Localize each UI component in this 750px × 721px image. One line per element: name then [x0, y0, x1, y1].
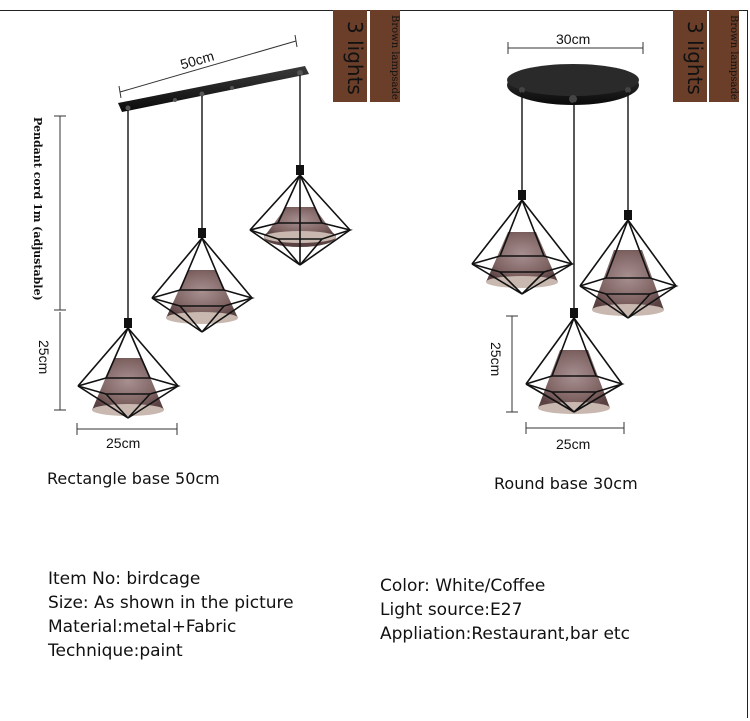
- lampshade-badge-right: Brown lampsade: [709, 10, 739, 102]
- specs-right: Color: White/Coffee Light source:E27 App…: [380, 574, 630, 646]
- specs-left: Item No: birdcage Size: As shown in the …: [48, 567, 294, 663]
- spec-application: Appliation:Restaurant,bar etc: [380, 624, 630, 644]
- right-shade-width-label: 25cm: [556, 436, 591, 452]
- left-cords: [127, 75, 301, 318]
- lampshade-badge-left: Brown lampsade: [370, 10, 400, 102]
- pendant-lamp-back: [249, 165, 353, 266]
- right-shade-height-label: 25cm: [488, 342, 504, 377]
- rectangle-base: [118, 66, 309, 112]
- spec-item-no: Item No: birdcage: [48, 569, 201, 589]
- left-shade-width-label: 25cm: [106, 435, 141, 451]
- left-shade-height-label: 25cm: [36, 340, 52, 375]
- spec-size: Size: As shown in the picture: [48, 593, 294, 613]
- spec-light-source: Light source:E27: [380, 600, 523, 620]
- round-base-width-label: 30cm: [556, 31, 591, 47]
- cord-length-label: Pendant cord 1m (adjustable): [31, 117, 44, 301]
- pendant-lamp-right-left: [471, 190, 575, 295]
- pendant-lamp-right-front: [525, 308, 625, 414]
- rect-width-dimension-line: [118, 34, 298, 99]
- right-cords: [521, 92, 629, 308]
- pendant-lamp-middle: [151, 228, 255, 333]
- lights-count-badge-left: 3 lights: [333, 10, 367, 102]
- round-base-caption: Round base 30cm: [494, 474, 638, 493]
- round-base: [507, 64, 639, 105]
- spec-technique: Technique:paint: [48, 641, 183, 661]
- left-vertical-dimension-lines: [54, 115, 66, 411]
- spec-color: Color: White/Coffee: [380, 576, 546, 596]
- spec-material: Material:metal+Fabric: [48, 617, 237, 637]
- right-height-dimension-line: [506, 315, 518, 413]
- pendant-lamp-front: [77, 318, 181, 419]
- left-width-dimension-line: [76, 423, 178, 435]
- lights-count-badge-right: 3 lights: [673, 10, 707, 102]
- rectangle-base-caption: Rectangle base 50cm: [47, 469, 220, 488]
- pendant-lamp-right-right: [579, 210, 679, 319]
- round-width-dimension-line: [507, 42, 644, 54]
- right-width-dimension-line: [525, 422, 625, 434]
